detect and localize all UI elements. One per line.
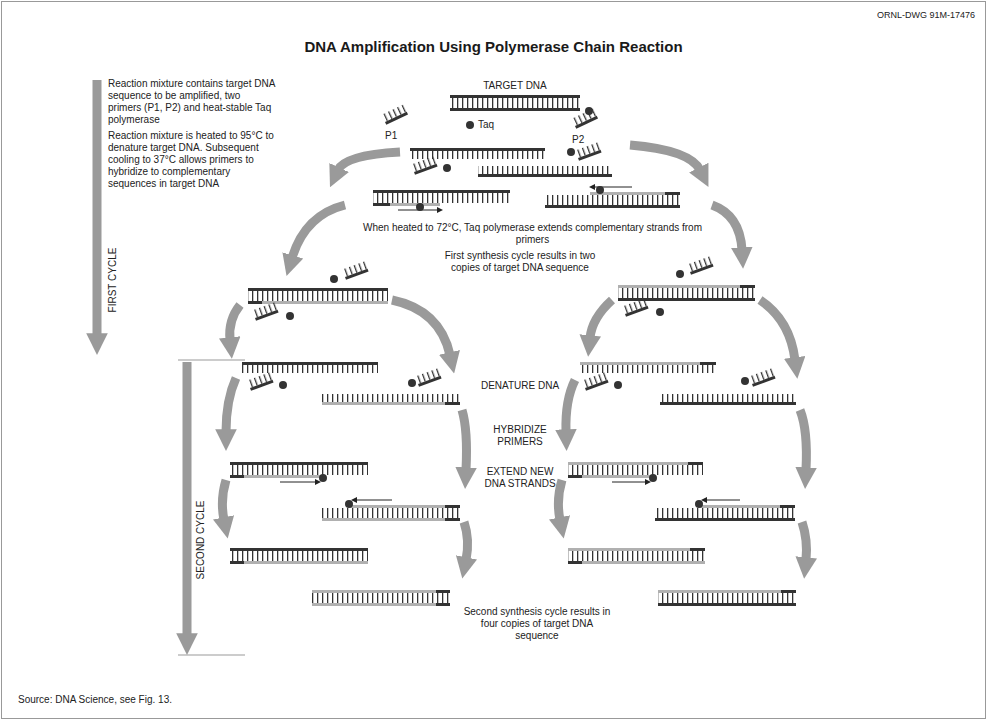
step-note: First synthesis cycle results in two cop… xyxy=(440,250,600,274)
source-caption: Source: DNA Science, see Fig. 13. xyxy=(18,694,418,706)
title: DNA Amplification Using Polymerase Chain… xyxy=(0,38,987,56)
denatured-strands xyxy=(410,142,612,177)
second-cycle-copies xyxy=(230,548,796,606)
step-note: Second synthesis cycle results in four c… xyxy=(462,606,612,642)
step-label: HYBRIDIZE PRIMERS xyxy=(480,424,560,448)
second-cycle-extension xyxy=(230,462,795,521)
step-note: Reaction mixture is heated to 95°C to de… xyxy=(108,130,276,190)
step-note: When heated to 72°C, Taq polymerase exte… xyxy=(360,222,705,246)
part-label: Taq xyxy=(478,119,508,131)
part-label: P2 xyxy=(572,134,594,146)
second-cycle-denatured xyxy=(242,362,796,405)
part-label: TARGET DNA xyxy=(455,80,575,92)
drawing-number: ORNL-DWG 91M-17476 xyxy=(780,10,975,21)
part-label: P1 xyxy=(385,130,405,142)
cycle-label: FIRST CYCLE xyxy=(107,248,119,313)
step-note: Reaction mixture contains target DNA seq… xyxy=(108,78,276,126)
step-label: EXTEND NEW DNA STRANDS xyxy=(480,466,560,490)
extending-strands xyxy=(373,186,680,211)
cycle-label: SECOND CYCLE xyxy=(195,501,207,580)
target-dna xyxy=(450,95,580,111)
step-label: DENATURE DNA xyxy=(480,380,560,392)
flow-arrows xyxy=(222,145,806,560)
